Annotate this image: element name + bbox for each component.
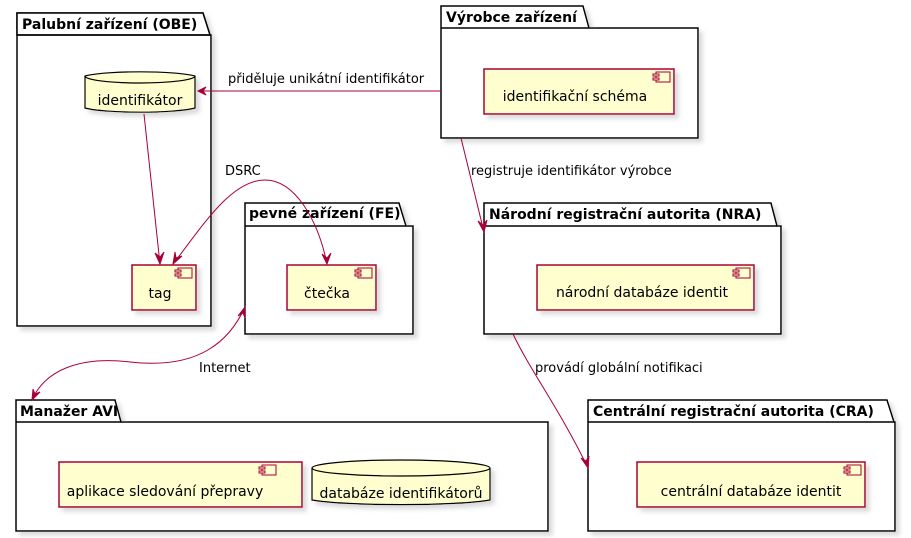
- package-title-manufacturer: Výrobce zařízení: [446, 10, 578, 26]
- component-icon: [258, 464, 277, 476]
- package-title-avi: Manažer AVI: [20, 404, 118, 420]
- component-central-identity-db-label: centrální databáze identit: [661, 484, 842, 500]
- component-national-identity-db-label: národní databáze identit: [556, 285, 729, 301]
- component-icon: [843, 464, 862, 476]
- component-icon: [354, 267, 373, 279]
- database-identifiers: [311, 459, 491, 506]
- edge-registers-manufacturer: [460, 137, 488, 234]
- component-icon: [732, 267, 751, 279]
- component-tag-label: tag: [149, 286, 172, 302]
- package-title-fe: pevné zařízení (FE): [249, 206, 400, 222]
- database-identifier-label: identifikátor: [98, 93, 183, 109]
- component-reader: čtečka: [286, 264, 377, 311]
- component-central-identity-db: centrální databáze identit: [636, 461, 866, 508]
- component-tag: tag: [131, 264, 197, 311]
- edge-global-notification: [512, 333, 590, 470]
- package-title-nra: Národní registrační autorita (NRA): [489, 207, 761, 223]
- edge-label-notifies: provádí globální notifikaci: [535, 361, 703, 376]
- edge-assigns-identifier: [196, 86, 441, 96]
- package-title-cra: Centrální registrační autorita (CRA): [593, 404, 874, 420]
- edge-dsrc: [172, 179, 332, 266]
- database-identifiers-label: databáze identifikátorů: [320, 486, 483, 502]
- edge-label-registers: registruje identifikátor výrobce: [471, 164, 672, 179]
- component-reader-label: čtečka: [304, 286, 350, 302]
- component-transport-tracking-app-label: aplikace sledování přepravy: [67, 484, 264, 500]
- component-icon: [174, 267, 193, 279]
- edge-internet: [31, 305, 246, 402]
- component-icon: [652, 71, 671, 83]
- component-transport-tracking-app: aplikace sledování přepravy: [58, 461, 303, 508]
- edge-identifier-to-tag: [143, 113, 165, 266]
- component-national-identity-db: národní databáze identit: [536, 264, 755, 311]
- package-title-obe: Palubní zařízení (OBE): [22, 17, 197, 33]
- edge-label-assigns: přiděluje unikátní identifikátor: [228, 72, 425, 87]
- edge-label-dsrc: DSRC: [225, 164, 261, 179]
- component-identification-scheme: identifikační schéma: [483, 68, 675, 115]
- edge-label-internet: Internet: [199, 361, 251, 376]
- database-identifier: [84, 71, 196, 113]
- component-identification-scheme-label: identifikační schéma: [503, 89, 648, 105]
